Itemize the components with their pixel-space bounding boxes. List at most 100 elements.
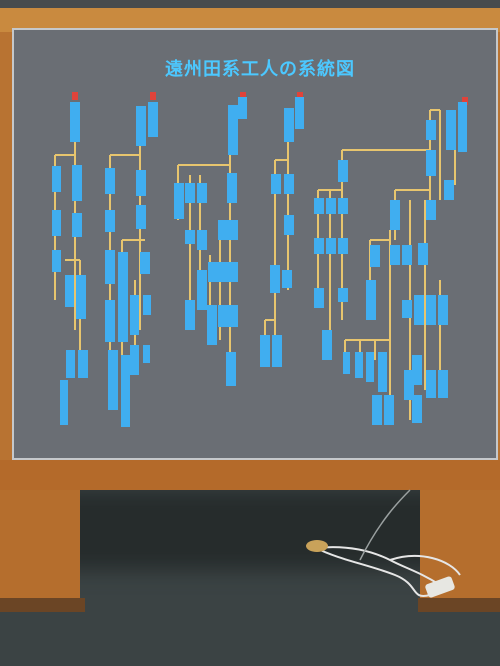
heading-mark-1: [72, 92, 78, 100]
name-block: [105, 250, 115, 284]
name-block: [52, 166, 61, 192]
name-block: [272, 335, 282, 367]
heading-mark-3: [240, 92, 246, 100]
name-block: [390, 245, 400, 265]
name-block: [118, 252, 128, 342]
name-block: [314, 288, 324, 308]
name-block: [426, 295, 436, 325]
name-block: [326, 238, 336, 254]
name-block: [108, 350, 118, 410]
floor-socket: [306, 540, 328, 552]
name-block: [418, 243, 428, 265]
name-block: [343, 352, 350, 374]
name-block: [52, 250, 61, 272]
name-block: [185, 230, 195, 244]
name-block: [438, 370, 448, 398]
name-block: [322, 330, 332, 360]
name-block: [226, 352, 236, 386]
name-block: [326, 198, 336, 214]
name-blocks: [52, 97, 467, 427]
name-block: [227, 173, 237, 203]
name-block: [66, 350, 75, 378]
name-block: [338, 160, 348, 182]
name-block: [295, 97, 304, 129]
name-block: [65, 275, 74, 307]
name-block: [228, 262, 238, 282]
name-block: [130, 345, 139, 375]
name-block: [197, 270, 207, 310]
name-block: [197, 230, 207, 250]
name-block: [130, 295, 139, 335]
name-block: [446, 110, 456, 150]
name-block: [404, 370, 414, 400]
name-block: [426, 150, 436, 176]
frame-bottom: [0, 460, 500, 490]
genealogy-panel: [12, 28, 498, 460]
name-block: [284, 174, 294, 194]
name-block: [426, 370, 436, 398]
name-block: [136, 205, 146, 229]
name-block: [390, 200, 400, 230]
frame-base-right: [418, 598, 500, 612]
name-block: [185, 300, 195, 330]
name-block: [338, 198, 348, 214]
name-block: [105, 168, 115, 194]
name-block: [218, 220, 228, 240]
name-block: [355, 352, 363, 378]
name-block: [282, 270, 292, 288]
name-block: [402, 300, 412, 318]
name-block: [228, 105, 238, 155]
name-block: [148, 102, 158, 137]
name-block: [143, 295, 151, 315]
name-block: [444, 180, 454, 200]
name-block: [412, 395, 422, 423]
heading-mark-2: [150, 92, 156, 100]
name-block: [208, 262, 218, 282]
name-block: [338, 288, 348, 302]
name-block: [72, 165, 82, 201]
name-block: [78, 350, 88, 378]
name-block: [260, 335, 270, 367]
name-block: [270, 265, 280, 293]
name-block: [338, 238, 348, 254]
name-block: [228, 305, 238, 327]
name-block: [378, 352, 387, 392]
name-block: [228, 220, 238, 240]
name-block: [72, 213, 82, 237]
name-block: [284, 108, 294, 142]
lineage-headings: [72, 92, 468, 105]
name-block: [384, 395, 394, 425]
name-block: [372, 395, 382, 425]
name-block: [197, 183, 207, 203]
name-block: [185, 183, 195, 203]
name-block: [207, 305, 217, 345]
name-block: [52, 210, 61, 236]
name-block: [426, 200, 436, 220]
name-block: [426, 120, 436, 140]
name-block: [284, 215, 294, 235]
name-block: [366, 280, 376, 320]
name-block: [143, 345, 150, 363]
name-block: [60, 380, 68, 425]
name-block: [238, 97, 247, 119]
name-block: [140, 252, 150, 274]
name-block: [105, 300, 115, 342]
name-block: [314, 238, 324, 254]
name-block: [458, 102, 467, 152]
name-block: [271, 174, 281, 194]
name-block: [76, 275, 86, 319]
name-block: [366, 352, 374, 382]
name-block: [174, 183, 184, 219]
panel-title: 遠州田系工人の系統図: [165, 59, 355, 80]
name-block: [136, 170, 146, 196]
name-block: [314, 198, 324, 214]
name-block: [412, 355, 422, 385]
name-block: [121, 355, 130, 427]
name-block: [218, 305, 228, 327]
heading-mark-5: [462, 97, 468, 105]
name-block: [136, 106, 146, 146]
name-block: [438, 295, 448, 325]
name-block: [414, 295, 424, 325]
